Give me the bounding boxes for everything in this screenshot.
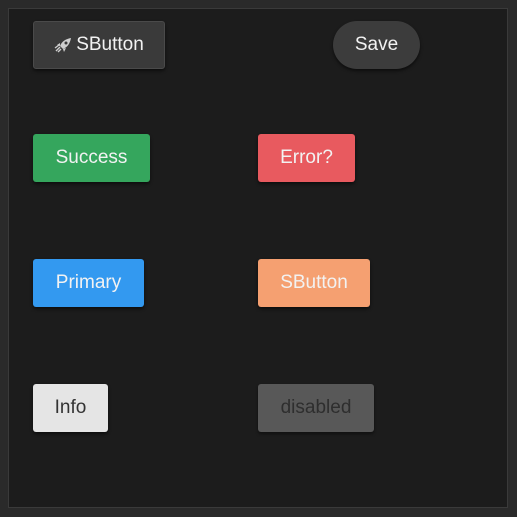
disabled-button: disabled: [258, 384, 374, 432]
sbutton-button[interactable]: SButton: [33, 21, 165, 69]
error-button[interactable]: Error?: [258, 134, 355, 182]
disabled-label: disabled: [280, 397, 352, 418]
save-label: Save: [354, 34, 399, 55]
sbutton-orange-label: SButton: [280, 272, 348, 293]
success-label: Success: [55, 147, 128, 168]
primary-label: Primary: [55, 272, 122, 293]
rocket-icon: [54, 37, 72, 53]
save-button[interactable]: Save: [333, 21, 420, 69]
info-button[interactable]: Info: [33, 384, 108, 432]
sbutton-label: SButton: [76, 34, 144, 55]
button-demo-panel: SButton Save Success Error? Primary SBut…: [8, 8, 508, 508]
info-label: Info: [54, 397, 87, 418]
sbutton-orange-button[interactable]: SButton: [258, 259, 370, 307]
success-button[interactable]: Success: [33, 134, 150, 182]
primary-button[interactable]: Primary: [33, 259, 144, 307]
error-label: Error?: [280, 147, 333, 168]
